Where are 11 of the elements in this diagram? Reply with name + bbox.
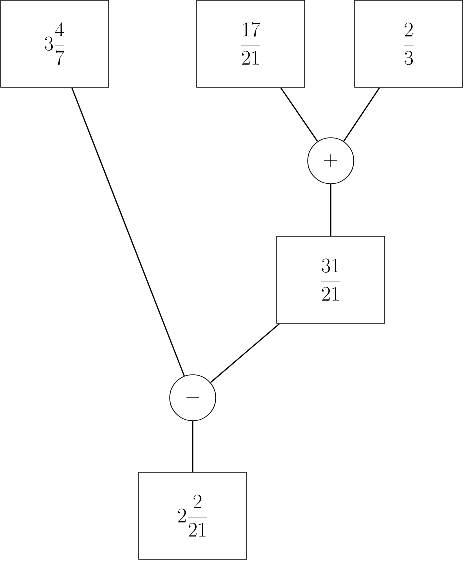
connector-line [210, 323, 280, 384]
number-box: $2\frac{2}{21}$ [138, 472, 248, 560]
connector-line [72, 88, 186, 376]
number-box: $\frac{17}{21}$ [196, 0, 306, 88]
number-box: $\frac{2}{3}$ [354, 0, 464, 88]
number-box: $\frac{31}{21}$ [276, 236, 386, 324]
connector-line [192, 421, 194, 472]
connector-line [330, 184, 332, 236]
connector-line [343, 88, 380, 142]
connector-line [280, 88, 318, 142]
number-box: $3\frac{4}{7}$ [0, 0, 110, 88]
